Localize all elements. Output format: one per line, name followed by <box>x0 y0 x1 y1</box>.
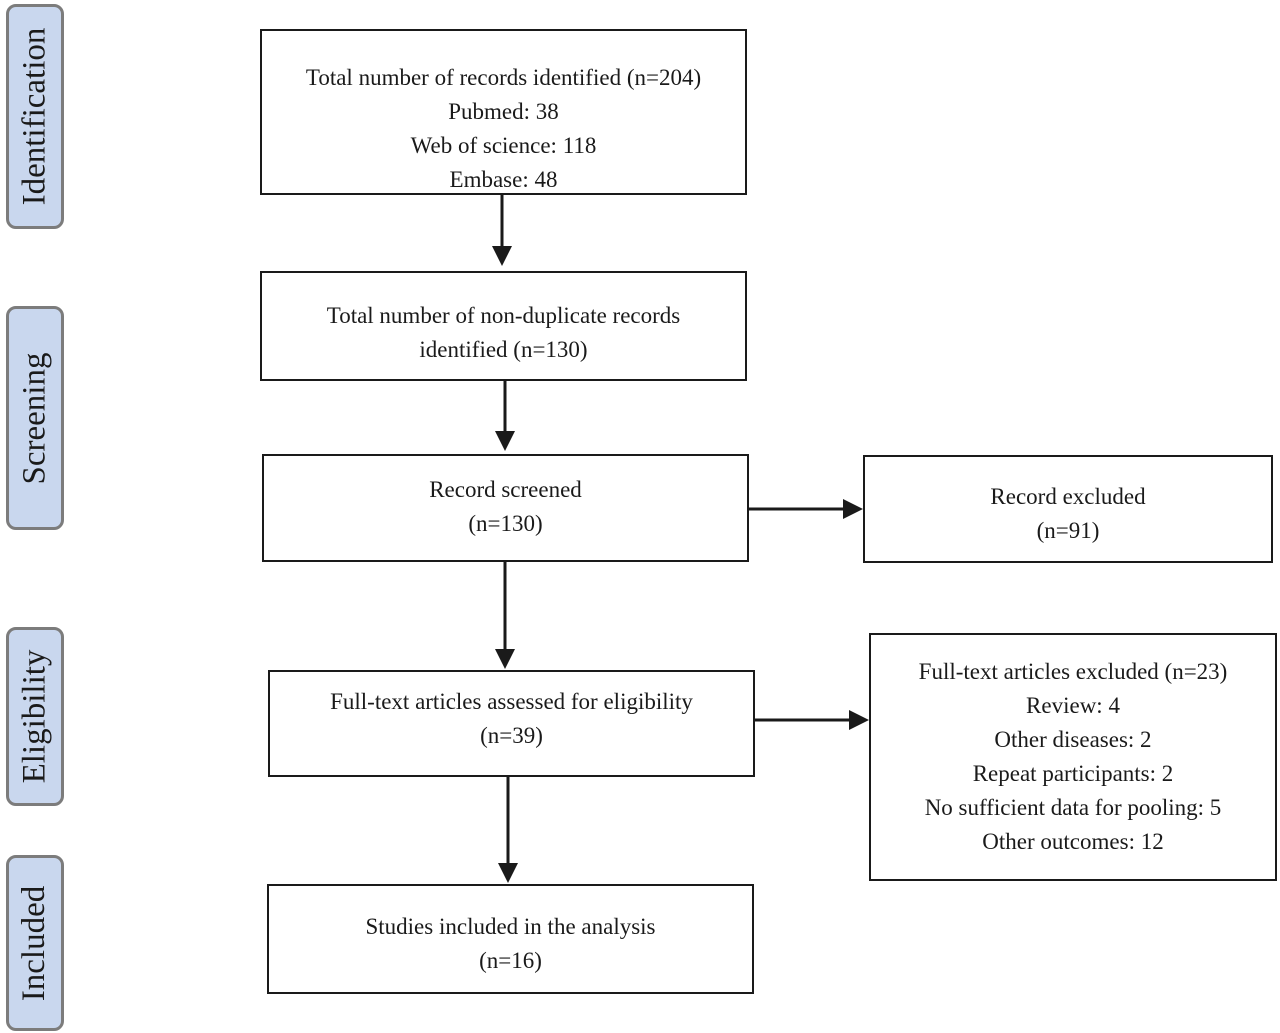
record-screened-title: Record screened <box>429 477 582 502</box>
exclusion-reason-review: Review: 4 <box>1026 693 1120 718</box>
arrow-heads <box>492 195 869 883</box>
box-record-excluded: Record excluded (n=91) <box>863 455 1273 563</box>
full-text-assessed-title: Full-text articles assessed for eligibil… <box>330 689 693 714</box>
stage-included: Included <box>6 855 64 1031</box>
source-embase: Embase: 48 <box>449 167 558 192</box>
record-screened-count: (n=130) <box>468 511 543 536</box>
source-web-of-science: Web of science: 118 <box>410 133 597 158</box>
arrowhead-2 <box>495 431 515 451</box>
exclusion-reason-no-sufficient-data: No sufficient data for pooling: 5 <box>924 795 1222 820</box>
box-full-text-assessed: Full-text articles assessed for eligibil… <box>268 670 755 777</box>
full-text-excluded-title: Full-text articles excluded (n=23) <box>918 659 1228 684</box>
box-non-duplicate-records: Total number of non-duplicate records id… <box>260 271 747 381</box>
box-record-screened: Record screened (n=130) <box>262 454 749 562</box>
exclusion-reason-other-outcomes: Other outcomes: 12 <box>982 829 1164 854</box>
stage-eligibility: Eligibility <box>6 627 64 806</box>
arrowhead-5 <box>843 499 863 519</box>
stage-screening: Screening <box>6 306 64 530</box>
non-duplicate-line1: Total number of non-duplicate records <box>326 303 681 328</box>
source-pubmed: Pubmed: 38 <box>448 99 559 124</box>
record-excluded-count: (n=91) <box>1036 518 1100 543</box>
box-full-text-excluded: Full-text articles excluded (n=23) Revie… <box>869 633 1277 881</box>
stage-identification: Identification <box>6 4 64 229</box>
arrowhead-4 <box>498 863 518 883</box>
arrowhead-3 <box>495 649 515 669</box>
record-excluded-title: Record excluded <box>990 484 1146 509</box>
exclusion-reason-other-diseases: Other diseases: 2 <box>994 727 1152 752</box>
records-identified-total: Total number of records identified (n=20… <box>305 65 702 90</box>
full-text-assessed-count: (n=39) <box>480 723 543 748</box>
arrowhead-6 <box>849 710 869 730</box>
box-records-identified: Total number of records identified (n=20… <box>260 29 747 195</box>
exclusion-reason-repeat-participants: Repeat participants: 2 <box>972 761 1174 786</box>
studies-included-count: (n=16) <box>479 948 542 973</box>
non-duplicate-line2: identified (n=130) <box>419 337 588 362</box>
studies-included-title: Studies included in the analysis <box>365 914 656 939</box>
arrowhead-1 <box>492 246 512 266</box>
box-studies-included: Studies included in the analysis (n=16) <box>267 884 754 994</box>
